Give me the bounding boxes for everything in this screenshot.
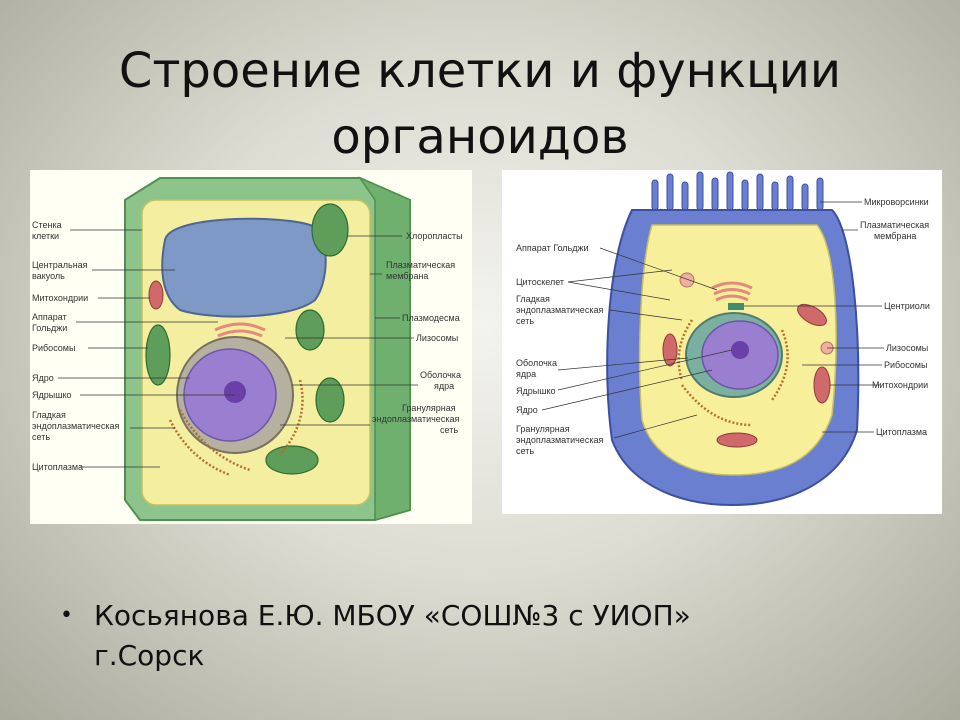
slide-title: Строение клетки и функции органоидов: [0, 38, 960, 170]
plant-left-labels: Стенка клетки Центральная вакуоль Митохо…: [32, 220, 119, 472]
animal-right-leader-lines: [744, 201, 884, 433]
plant-label: Центральная: [32, 260, 88, 270]
plant-label: Ядро: [32, 373, 54, 383]
plant-label: Плазматическая: [386, 260, 455, 270]
plant-label: Гладкая: [32, 410, 66, 420]
plant-label: сеть: [32, 432, 50, 442]
animal-nucleolus: [731, 341, 749, 359]
animal-label: Оболочка: [516, 358, 557, 368]
animal-golgi: [711, 281, 753, 302]
plant-label: эндоплазматическая: [372, 414, 459, 424]
animal-label: сеть: [516, 316, 534, 326]
plant-label: Стенка: [32, 220, 62, 230]
bullet: •: [60, 603, 73, 628]
plant-label: Оболочка: [420, 370, 461, 380]
title-line-2: органоидов: [331, 109, 629, 165]
author-line-1: Косьянова Е.Ю. МБОУ «СОШ№3 с УИОП»: [94, 599, 691, 632]
animal-mitochondrion: [813, 366, 831, 404]
title-line-1: Строение клетки и функции: [118, 43, 842, 99]
plant-label: Ядрышко: [32, 390, 72, 400]
plant-chloroplast: [265, 445, 319, 475]
animal-left-leader-lines: [541, 247, 733, 439]
plant-cell-diagram: Стенка клетки Центральная вакуоль Митохо…: [30, 170, 472, 524]
animal-mitochondrion: [797, 303, 827, 327]
plant-label: клетки: [32, 231, 59, 241]
animal-label: Цитоскелет: [516, 277, 564, 287]
plant-cell-wall-side: [357, 176, 411, 521]
animal-label: Лизосомы: [886, 343, 928, 353]
author-text: Косьянова Е.Ю. МБОУ «СОШ№3 с УИОП» г.Сор…: [94, 596, 894, 676]
plant-label: Гольджи: [32, 323, 67, 333]
animal-label: Ядрышко: [516, 386, 556, 396]
plant-chloroplast: [295, 309, 325, 351]
animal-label: Центриоли: [884, 301, 930, 311]
plant-label: Рибосомы: [32, 343, 75, 353]
animal-centriole: [728, 303, 744, 310]
plant-label: Плазмодесма: [402, 313, 460, 323]
animal-label: Ядро: [516, 405, 538, 415]
plant-vacuole: [161, 217, 327, 318]
animal-label: Микроворсинки: [864, 197, 929, 207]
plant-right-leader-lines: [280, 235, 418, 426]
animal-label: Цитоплазма: [876, 427, 927, 437]
plant-label: Аппарат: [32, 312, 67, 322]
plant-label: Гранулярная: [402, 403, 456, 413]
plant-label: вакуоль: [32, 271, 65, 281]
plant-chloroplast: [311, 203, 349, 257]
plant-nucleolus: [224, 381, 246, 403]
plant-label: Хлоропласты: [406, 231, 463, 241]
animal-mitochondrion: [662, 333, 678, 367]
plant-chloroplast: [315, 377, 345, 423]
animal-label: Гладкая: [516, 294, 550, 304]
plant-left-leader-lines: [58, 229, 235, 468]
animal-mitochondrion: [716, 432, 758, 448]
author-line-2: г.Сорск: [94, 639, 205, 672]
animal-left-labels: Аппарат Гольджи Цитоскелет Гладкая эндоп…: [516, 243, 603, 456]
plant-label: ядра: [434, 381, 454, 391]
plant-label: Лизосомы: [416, 333, 458, 343]
animal-label: эндоплазматическая: [516, 435, 603, 445]
animal-rough-er: [677, 319, 789, 427]
plant-label: эндоплазматическая: [32, 421, 119, 431]
animal-lysosome: [679, 272, 695, 288]
animal-label: Митохондрии: [872, 380, 928, 390]
plant-label: Митохондрии: [32, 293, 88, 303]
animal-label: Аппарат Гольджи: [516, 243, 589, 253]
plant-label: Цитоплазма: [32, 462, 83, 472]
plant-chloroplast: [145, 324, 171, 386]
animal-cell-diagram: Аппарат Гольджи Цитоскелет Гладкая эндоп…: [502, 170, 942, 514]
plant-mitochondrion: [148, 280, 164, 310]
animal-label: Рибосомы: [884, 360, 927, 370]
animal-cell-svg: Аппарат Гольджи Цитоскелет Гладкая эндоп…: [516, 171, 930, 507]
plant-label: мембрана: [386, 271, 428, 281]
animal-label: Гранулярная: [516, 424, 570, 434]
animal-label: Плазматическая: [860, 220, 929, 230]
animal-right-labels: Микроворсинки Плазматическая мембрана Це…: [860, 197, 930, 437]
animal-label: эндоплазматическая: [516, 305, 603, 315]
animal-label: ядра: [516, 369, 536, 379]
animal-label: сеть: [516, 446, 534, 456]
animal-microvilli: [651, 171, 824, 211]
plant-right-labels: Хлоропласты Плазматическая мембрана Плаз…: [372, 231, 463, 435]
plant-label: сеть: [440, 425, 458, 435]
plant-cell-svg: Стенка клетки Центральная вакуоль Митохо…: [32, 176, 463, 521]
animal-label: мембрана: [874, 231, 916, 241]
